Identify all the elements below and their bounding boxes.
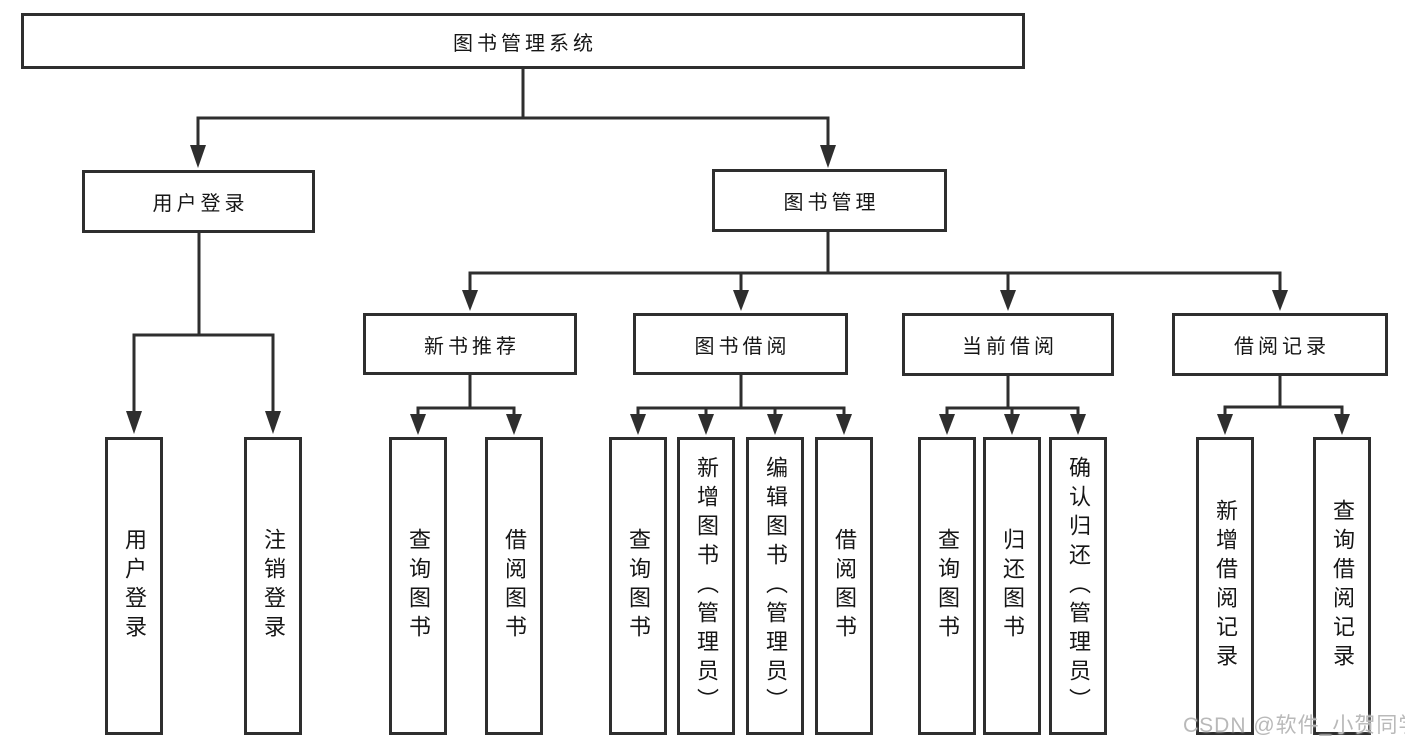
- connector-root-to-level1: [190, 67, 836, 168]
- node-leaf-user-login-label: 用户登录: [122, 528, 147, 644]
- node-leaf-br-add-record: 新增借阅记录: [1196, 437, 1254, 735]
- arrowhead-down-icon: [410, 414, 426, 435]
- arrowhead-down-icon: [462, 290, 478, 311]
- arrowhead-down-icon: [265, 411, 281, 434]
- arrowhead-down-icon: [820, 145, 836, 168]
- node-leaf-rec-query-books-label: 查询图书: [406, 528, 431, 644]
- watermark: CSDN @软件_小贺同学: [1183, 714, 1405, 737]
- node-new-book-rec-label: 新书推荐: [424, 335, 520, 358]
- node-leaf-cb-query-books-label: 查询图书: [935, 528, 960, 644]
- node-leaf-user-login: 用户登录: [105, 437, 163, 735]
- connector-user-login-to-leaves: [126, 233, 281, 434]
- node-leaf-bb-edit-books: 编辑图书（管理员）: [746, 437, 804, 735]
- arrowhead-down-icon: [190, 145, 206, 168]
- node-root: 图书管理系统: [21, 13, 1025, 69]
- connector-borrow-record-to-leaves: [1217, 376, 1350, 435]
- node-current-borrow-label: 当前借阅: [962, 336, 1058, 358]
- node-current-borrow: 当前借阅: [902, 313, 1114, 376]
- arrowhead-down-icon: [1070, 414, 1086, 435]
- node-book-borrow-label: 图书借阅: [694, 335, 791, 358]
- arrowhead-down-icon: [630, 414, 646, 435]
- node-borrow-record-label: 借阅记录: [1234, 336, 1330, 358]
- node-leaf-rec-query-books: 查询图书: [389, 437, 447, 735]
- node-leaf-br-add-record-label: 新增借阅记录: [1213, 499, 1238, 673]
- node-leaf-logout: 注销登录: [244, 437, 302, 735]
- arrowhead-down-icon: [1272, 290, 1288, 311]
- node-leaf-bb-borrow-books-label: 借阅图书: [832, 528, 857, 644]
- node-user-login-label: 用户登录: [152, 193, 249, 215]
- connector-book-mgmt-to-level2: [462, 232, 1288, 311]
- connector-new-book-rec-to-leaves: [410, 375, 522, 435]
- node-leaf-br-query-record: 查询借阅记录: [1313, 437, 1371, 735]
- arrowhead-down-icon: [1217, 414, 1233, 435]
- arrowhead-down-icon: [1000, 290, 1016, 311]
- node-leaf-cb-confirm-return: 确认归还（管理员）: [1049, 437, 1107, 735]
- node-borrow-record: 借阅记录: [1172, 313, 1388, 376]
- node-leaf-rec-borrow-books-label: 借阅图书: [502, 528, 527, 644]
- arrowhead-down-icon: [939, 414, 955, 435]
- node-leaf-cb-return-books: 归还图书: [983, 437, 1041, 735]
- arrowhead-down-icon: [836, 414, 852, 435]
- node-leaf-bb-borrow-books: 借阅图书: [815, 437, 873, 735]
- node-leaf-br-query-record-label: 查询借阅记录: [1330, 499, 1355, 673]
- arrowhead-down-icon: [126, 411, 142, 434]
- node-book-borrow: 图书借阅: [633, 313, 848, 375]
- node-book-mgmt: 图书管理: [712, 169, 947, 232]
- node-leaf-bb-query-books-label: 查询图书: [626, 528, 651, 644]
- arrowhead-down-icon: [698, 414, 714, 435]
- node-leaf-bb-add-books-label: 新增图书（管理员）: [694, 455, 719, 717]
- node-new-book-rec: 新书推荐: [363, 313, 577, 375]
- arrowhead-down-icon: [767, 414, 783, 435]
- node-book-mgmt-label: 图书管理: [783, 192, 880, 214]
- arrowhead-down-icon: [1004, 414, 1020, 435]
- arrowhead-down-icon: [506, 414, 522, 435]
- node-leaf-bb-edit-books-label: 编辑图书（管理员）: [763, 455, 788, 717]
- node-root-label: 图书管理系统: [453, 32, 597, 55]
- arrowhead-down-icon: [1334, 414, 1350, 435]
- node-leaf-cb-return-books-label: 归还图书: [1000, 528, 1025, 644]
- node-leaf-cb-query-books: 查询图书: [918, 437, 976, 735]
- node-leaf-cb-confirm-return-label: 确认归还（管理员）: [1066, 455, 1091, 717]
- node-leaf-bb-add-books: 新增图书（管理员）: [677, 437, 735, 735]
- connector-current-borrow-to-leaves: [939, 376, 1086, 435]
- connector-book-borrow-to-leaves: [630, 375, 852, 435]
- arrowhead-down-icon: [733, 290, 749, 311]
- node-leaf-rec-borrow-books: 借阅图书: [485, 437, 543, 735]
- node-user-login: 用户登录: [82, 170, 315, 233]
- node-leaf-logout-label: 注销登录: [261, 528, 286, 644]
- node-leaf-bb-query-books: 查询图书: [609, 437, 667, 735]
